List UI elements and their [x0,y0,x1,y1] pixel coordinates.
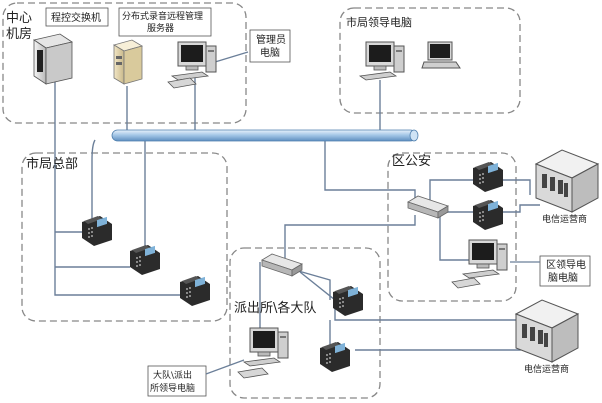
district-leader-pc [462,239,508,279]
city-hq-label: 市局总部 [26,156,78,172]
station-region [229,247,381,399]
admin-pc-label-1: 管理员 [256,33,286,46]
center-room-label: 中心 [6,11,32,26]
recording-server-label-1: 分布式录音远程管理 [122,10,203,22]
telecom-top-label: 电信运营商 [542,213,587,225]
telecom-building-bottom [515,299,579,363]
telecom-bottom-label: 电信运营商 [524,363,569,375]
hq-phone-1 [82,216,112,246]
keyboard-icon [167,77,197,89]
district-leader-label-2: 脑电脑 [548,271,578,284]
pbx-label-box: 程控交换机 [45,7,109,27]
station-label: 派出所\各大队 [234,300,316,316]
district-leader-label-1: 区领导电 [546,258,586,271]
admin-pc [171,41,217,81]
admin-pc-label-box: 管理员 电脑 [249,29,291,63]
center-room-region [2,2,247,124]
recording-server-label-box: 分布式录音远程管理 服务器 [118,7,212,37]
district-phone-1 [473,162,503,192]
district-phone-2 [473,200,503,230]
hq-phone-3 [180,276,210,306]
telecom-building-top [535,149,599,213]
city-leader-pc [359,41,405,81]
city-leader-region [339,7,521,114]
recording-server [112,39,144,85]
station-leader-label-2: 所领导电脑 [150,382,195,394]
center-room-label-1: 中心机房 [6,11,32,42]
station-phone-2 [320,342,350,372]
connection-lines [54,51,540,351]
center-room-label-2: 机房 [6,26,32,42]
station-label-connector [205,359,245,375]
station-keyboard-icon [237,367,269,379]
pbx-label: 程控交换机 [51,11,101,24]
pbx-server [33,33,73,85]
district-region [387,152,517,302]
district-switch [407,195,449,219]
district-keyboard-icon [451,277,481,289]
city-hq-region [21,152,228,322]
backbone-bus [111,129,419,142]
station-switch [261,253,303,277]
recording-server-label-2: 服务器 [147,22,174,34]
station-phone-1 [333,286,363,316]
admin-pc-label-2: 电脑 [260,46,280,59]
district-leader-label-box: 区领导电 脑电脑 [539,255,591,287]
station-leader-label-box: 大队\派出 所领导电脑 [147,365,207,397]
city-leader-label: 市局领导电脑 [346,15,412,29]
hq-phone-2 [130,245,160,275]
station-leader-label-1: 大队\派出 [153,369,192,381]
station-leader-pc [243,327,289,367]
city-leader-laptop [421,41,461,69]
district-label: 区公安 [392,154,431,169]
